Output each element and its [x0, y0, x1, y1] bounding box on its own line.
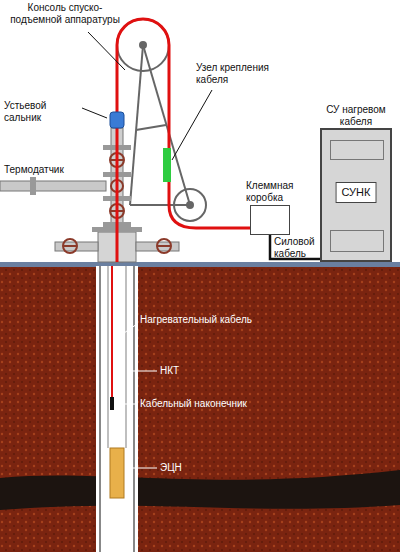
edge-label: Силовой кабель [274, 236, 318, 259]
part-label: Кабельный наконечник [140, 398, 280, 410]
heating-cable [111, 266, 113, 398]
esp-pump [110, 448, 124, 498]
terminal-box: Клеммная коробка [250, 205, 290, 235]
power-cable [270, 235, 320, 259]
casing [133, 266, 135, 552]
node-heading: СУ нагревом кабеля [322, 104, 390, 127]
leader-lines [82, 32, 212, 160]
cable-clamp [163, 148, 171, 182]
part-label: НКТ [160, 365, 220, 377]
part-label: Узел крепления кабеля [196, 62, 280, 85]
console-frame [117, 19, 206, 221]
node-heading: Клеммная коробка [246, 180, 312, 203]
part-label: Устьевой сальник [4, 100, 82, 123]
wellhead [0, 128, 179, 262]
cable-tip [110, 397, 114, 410]
heating-cable [117, 19, 250, 262]
part-label: Нагревательный кабель [140, 314, 260, 326]
part-label: Термодатчик [4, 164, 94, 176]
leader-lines [114, 324, 157, 468]
wellhead-seal [110, 112, 124, 128]
part-label: Консоль спуско-подъемной аппаратуры [4, 2, 126, 25]
tubing [125, 266, 127, 448]
ground [0, 266, 400, 552]
node-text: СУНК [336, 182, 377, 203]
casing [99, 266, 101, 552]
oil-layer [0, 470, 400, 510]
part-label: ЭЦН [160, 462, 220, 474]
ground-surface [0, 262, 400, 267]
control-cabinet: СУ нагревом кабеляСУНК [320, 128, 392, 262]
tubing [107, 266, 109, 448]
cabinet-panel [330, 230, 384, 252]
borehole [96, 266, 138, 552]
cabinet-panel [330, 140, 384, 160]
